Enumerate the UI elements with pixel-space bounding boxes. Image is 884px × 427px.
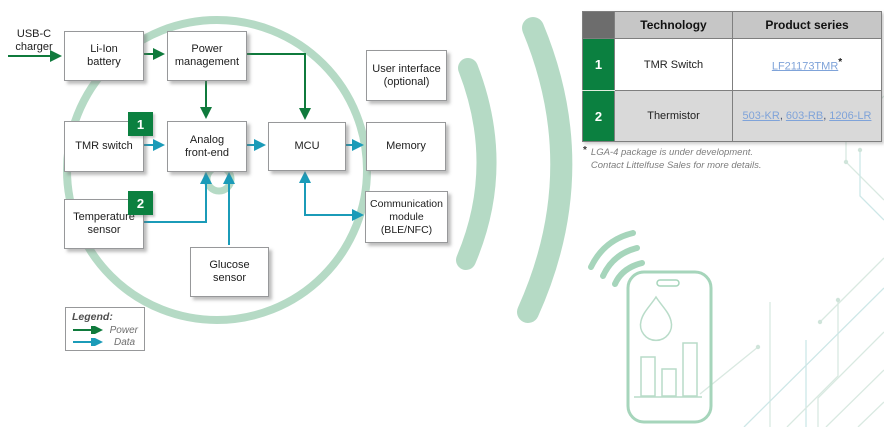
arrow-tempsensor-to-afe — [143, 172, 212, 223]
arrow-powermgmt-to-mcu — [245, 53, 311, 120]
circuit-traces-decoration — [699, 95, 884, 427]
block-power-management: Power management — [167, 31, 247, 81]
block-communication-module: Communication module (BLE/NFC) — [365, 191, 448, 243]
footnote-line-2: Contact Littelfuse Sales for more detail… — [590, 160, 762, 171]
footnote-marker: * — [838, 56, 843, 68]
product-link-503-kr[interactable]: 503-KR — [742, 110, 780, 122]
product-link-1206-lr[interactable]: 1206-LR — [829, 110, 872, 122]
block-user-interface: User interface (optional) — [366, 50, 447, 101]
row-number: 2 — [582, 90, 615, 142]
product-link-603-rb[interactable]: 603-RB — [785, 110, 824, 122]
legend: Legend: Power Data — [65, 307, 145, 351]
technology-cell: Thermistor — [614, 90, 733, 142]
wifi-arcs-icon — [588, 230, 645, 287]
footnote-marker: * — [583, 145, 587, 156]
technology-cell: TMR Switch — [614, 38, 733, 91]
badge-1-tmr-switch: 1 — [128, 112, 153, 136]
table-footnote: * LGA-4 package is under development. Co… — [583, 145, 762, 172]
phone-icon — [626, 270, 713, 424]
arrow-mcu-comm-bidirectional — [299, 171, 364, 221]
block-memory: Memory — [366, 122, 446, 171]
signal-arcs-icon — [456, 17, 573, 323]
legend-title: Legend: — [72, 311, 113, 323]
drop-icon — [639, 295, 673, 342]
product-series-table: Technology Product series 1 TMR Switch L… — [582, 11, 882, 142]
block-glucose-sensor: Glucose sensor — [190, 247, 269, 297]
column-header-technology: Technology — [614, 11, 733, 39]
table-row-tmr-switch: 1 TMR Switch LF21173TMR* — [582, 38, 882, 91]
block-mcu: MCU — [268, 122, 346, 171]
power-connections — [8, 48, 311, 120]
block-li-ion-battery: Li-Ion battery — [64, 31, 144, 81]
badge-2-temperature-sensor: 2 — [128, 191, 153, 215]
row-number: 1 — [582, 38, 615, 91]
power-arrow-icon — [73, 326, 103, 334]
product-series-cell: LF21173TMR* — [732, 38, 882, 91]
usb-c-charger-label: USB-C charger — [15, 28, 53, 53]
data-connections — [143, 139, 364, 245]
product-link-lf21173tmr[interactable]: LF21173TMR — [771, 60, 839, 73]
column-header-product-series: Product series — [732, 11, 882, 39]
footnote-line-1: LGA-4 package is under development. — [590, 147, 754, 158]
phone-speaker — [656, 279, 680, 287]
data-arrow-icon — [73, 338, 103, 346]
table-corner-cell — [582, 11, 615, 39]
product-series-cell: 503-KR,603-RB,1206-LR — [732, 90, 882, 142]
bar-chart-icon — [634, 342, 702, 398]
table-row-thermistor: 2 Thermistor 503-KR,603-RB,1206-LR — [582, 90, 882, 142]
block-analog-front-end: Analog front-end — [167, 121, 247, 172]
legend-data-label: Data — [114, 336, 136, 348]
legend-power-label: Power — [109, 324, 138, 336]
